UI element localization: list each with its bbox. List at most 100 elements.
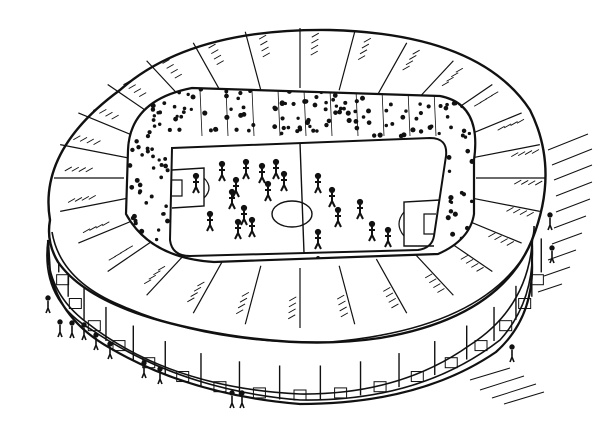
crowd-figure xyxy=(400,114,406,120)
roof-hatch-stroke xyxy=(190,292,198,297)
roof-hatch-stroke xyxy=(500,238,508,243)
roof-hatch-stroke xyxy=(424,273,433,279)
crowd-figure xyxy=(418,110,424,116)
crowd-figure xyxy=(377,132,383,138)
roof-hatch-stroke xyxy=(288,314,296,320)
player-figure xyxy=(240,204,248,226)
roof-hatch-stroke xyxy=(488,232,496,238)
spectator-figure xyxy=(549,245,555,264)
roof-hatch-stroke xyxy=(357,55,366,60)
facade-window xyxy=(87,320,101,332)
crowd-figure xyxy=(236,96,240,101)
crowd-figure xyxy=(139,228,145,234)
roof-hatch-stroke xyxy=(405,60,414,66)
crowd-figure xyxy=(152,124,157,128)
crowd-figure xyxy=(279,100,285,106)
roof-hatch-stroke xyxy=(85,167,93,173)
roof-hatch-stroke xyxy=(402,65,410,71)
stand-divider xyxy=(407,89,411,137)
roof-hatch-stroke xyxy=(105,111,113,117)
roof-hatch-stroke xyxy=(497,125,505,131)
roof-hatch-stroke xyxy=(111,114,119,120)
roof-hatch-stroke xyxy=(93,140,101,146)
player-figure xyxy=(356,198,364,220)
crowd-figure xyxy=(163,157,168,161)
crowd-figure xyxy=(404,109,408,113)
crowd-figure xyxy=(448,195,454,201)
roof-hatch-stroke xyxy=(261,46,269,52)
roof-hatch-stroke xyxy=(441,81,450,87)
crowd-figure xyxy=(286,125,291,130)
crowd-figure xyxy=(149,194,154,199)
crowd-figure xyxy=(448,209,454,214)
crowd-figure xyxy=(127,163,133,168)
crowd-figure xyxy=(463,135,468,139)
crowd-figure xyxy=(334,104,339,108)
facade-window xyxy=(68,298,82,310)
roof-rib xyxy=(338,265,356,325)
crowd-figure xyxy=(315,129,319,133)
roof-hatch-stroke xyxy=(412,49,420,55)
roof-hatch-stroke xyxy=(79,137,88,142)
roof-hatch-stroke xyxy=(157,265,166,271)
roof-hatch-stroke xyxy=(433,283,441,289)
spectator-figure xyxy=(69,320,75,339)
roof-hatch-stroke xyxy=(78,167,87,172)
crowd-figure xyxy=(133,218,138,223)
crowd-figure xyxy=(181,110,186,115)
crowd-figure xyxy=(156,110,160,115)
spectators-outside xyxy=(45,212,555,409)
crowd-figure xyxy=(145,146,150,151)
crowd-figure xyxy=(312,102,318,108)
crowd-figure xyxy=(331,97,336,102)
player-figure xyxy=(248,216,256,238)
roof-rib xyxy=(60,197,129,212)
crowd-figure xyxy=(314,94,319,100)
crowd-figure xyxy=(150,103,156,109)
player-figure xyxy=(314,228,322,250)
roof-hatch-stroke xyxy=(310,44,319,50)
roof-hatch-stroke xyxy=(336,294,345,300)
crowd-figure xyxy=(324,100,328,105)
ground-shadow xyxy=(469,133,593,405)
roof-hatch-stroke xyxy=(102,221,110,227)
crowd-figure xyxy=(346,117,352,123)
roof-hatch-stroke xyxy=(235,309,244,315)
roof-hatch-stroke xyxy=(519,210,528,215)
roof-hatch-stroke xyxy=(81,195,90,201)
roof-hatch-stroke xyxy=(170,68,178,74)
roof-hatch-stroke xyxy=(193,286,202,292)
roof-hatch-stroke xyxy=(460,255,469,260)
player-figure xyxy=(232,176,240,198)
stadium-facade xyxy=(46,209,544,406)
roof-hatch-stroke xyxy=(92,106,101,111)
roof-hatch-stroke xyxy=(71,166,80,172)
facade-window xyxy=(530,274,544,286)
crowd-figure xyxy=(429,124,434,129)
crowd-figure xyxy=(131,213,137,219)
crowd-figure xyxy=(145,149,150,154)
facade-window xyxy=(518,298,532,310)
crowd-figure xyxy=(296,116,300,120)
roof-hatch-stroke xyxy=(67,198,76,203)
crowd-figure xyxy=(390,121,395,126)
crowd-figure xyxy=(147,130,152,135)
roof-rib xyxy=(338,31,356,91)
crowd-figure xyxy=(150,147,154,152)
spectator-figure xyxy=(45,295,51,314)
facade-window xyxy=(252,387,266,399)
crowd-figure xyxy=(272,124,278,130)
roof-hatch-stroke xyxy=(446,76,454,82)
roof-hatch-stroke xyxy=(437,288,445,293)
crowd-figure xyxy=(272,105,277,110)
roof-hatch-stroke xyxy=(516,118,525,124)
roof-hatch-stroke xyxy=(471,262,479,268)
roof-hatch-stroke xyxy=(409,55,417,60)
crowd-figure xyxy=(208,128,213,133)
spectator-figure xyxy=(547,212,553,231)
crowd-figure xyxy=(450,231,456,237)
roof-hatch-stroke xyxy=(174,73,183,79)
stand-divider xyxy=(199,89,203,137)
roof-hatch-stroke xyxy=(237,303,246,309)
player-figure xyxy=(242,158,250,180)
